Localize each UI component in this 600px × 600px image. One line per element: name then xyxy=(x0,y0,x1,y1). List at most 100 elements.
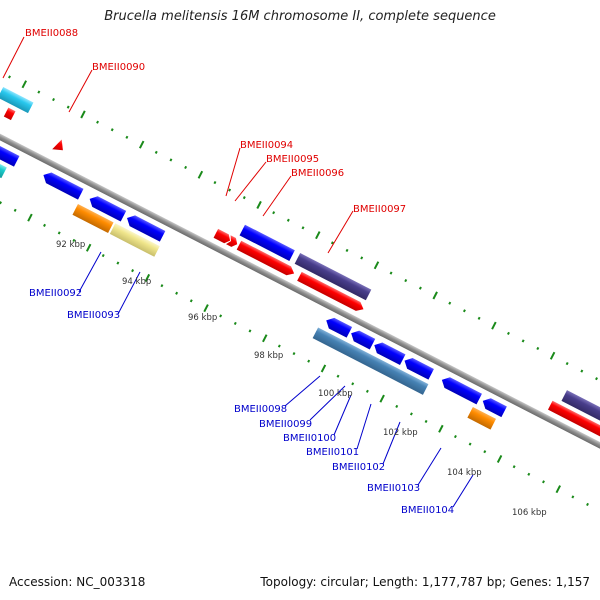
major-tick-mark xyxy=(549,351,556,360)
minor-tick-mark xyxy=(219,314,223,318)
gene-label-bmeii0092[interactable]: BMEII0092 xyxy=(29,288,82,299)
outer-tick-track xyxy=(8,75,598,381)
major-tick-mark xyxy=(373,261,380,270)
minor-tick-mark xyxy=(301,226,305,230)
kbp-labels: 92 kbp 94 kbp 96 kbp 98 kbp 100 kbp 102 … xyxy=(56,240,547,518)
callout-line xyxy=(225,147,241,197)
minor-tick-mark xyxy=(565,361,569,366)
minor-tick-mark xyxy=(131,269,135,273)
major-tick-mark xyxy=(144,273,151,282)
gene-label-bmeii0094[interactable]: BMEII0094 xyxy=(240,140,293,151)
topology-text: Topology: circular; Length: 1,177,787 bp… xyxy=(260,575,590,589)
gene-label-bmeii0090[interactable]: BMEII0090 xyxy=(92,62,145,73)
callout-line xyxy=(382,421,401,465)
gene-feature-red-long[interactable] xyxy=(297,271,366,314)
gene-feature-blue-reverse[interactable] xyxy=(41,170,84,200)
minor-tick-mark xyxy=(571,495,575,499)
minor-tick-mark xyxy=(160,284,164,288)
callout-line xyxy=(333,394,352,436)
minor-tick-mark xyxy=(365,389,369,393)
kbp-label-98: 98 kbp xyxy=(254,351,283,361)
gene-label-bmeii0104[interactable]: BMEII0104 xyxy=(401,505,454,516)
callout-line xyxy=(284,375,321,407)
genome-backbone xyxy=(0,116,600,469)
callout-line xyxy=(2,36,25,79)
gene-feature-bmeii0097[interactable] xyxy=(294,253,372,301)
minor-tick-mark xyxy=(404,279,408,283)
minor-tick-mark xyxy=(233,321,237,325)
gene-feature-red-right[interactable] xyxy=(547,400,600,459)
minor-tick-mark xyxy=(418,286,422,290)
major-tick-mark xyxy=(379,394,385,403)
gene-label-bmeii0102[interactable]: BMEII0102 xyxy=(332,462,385,473)
gene-label-bmeii0100[interactable]: BMEII0100 xyxy=(283,433,336,444)
minor-tick-mark xyxy=(448,301,452,305)
gene-label-bmeii0101[interactable]: BMEII0101 xyxy=(306,447,359,458)
minor-tick-mark xyxy=(512,465,516,469)
gene-feature-red-small[interactable] xyxy=(3,107,16,121)
minor-tick-mark xyxy=(110,128,114,132)
minor-tick-mark xyxy=(154,150,158,154)
minor-tick-mark xyxy=(13,208,17,212)
gene-feature-bmeii0101[interactable] xyxy=(372,340,406,366)
callout-line xyxy=(356,403,372,450)
gene-feature-bmeii0090[interactable] xyxy=(52,138,67,154)
minor-tick-mark xyxy=(169,158,173,162)
gene-label-bmeii0096[interactable]: BMEII0096 xyxy=(291,168,344,179)
minor-tick-mark xyxy=(336,374,340,378)
gene-feature-bmeii0095[interactable] xyxy=(226,235,239,248)
minor-tick-mark xyxy=(351,382,355,386)
callout-line xyxy=(68,69,93,113)
callout-line xyxy=(417,447,442,486)
major-tick-mark xyxy=(262,334,268,343)
gene-feature-bmeii0100[interactable] xyxy=(348,328,376,350)
kbp-label-106: 106 kbp xyxy=(512,508,547,518)
gene-feature-bmeii0103[interactable] xyxy=(439,374,482,405)
gene-feature-blue-outer[interactable] xyxy=(239,224,295,261)
minor-tick-mark xyxy=(307,359,311,363)
gene-feature-bmeii0092[interactable] xyxy=(72,204,114,234)
major-tick-mark xyxy=(438,424,444,433)
gene-label-bmeii0098[interactable]: BMEII0098 xyxy=(234,404,287,415)
gene-feature-bmeii0094[interactable] xyxy=(213,228,233,245)
gene-label-bmeii0093[interactable]: BMEII0093 xyxy=(67,310,120,321)
gene-label-bmeii0103[interactable]: BMEII0103 xyxy=(367,483,420,494)
gene-feature-blue-reverse[interactable] xyxy=(87,193,127,222)
gene-feature-bmeii0102[interactable] xyxy=(402,355,434,380)
minor-tick-mark xyxy=(536,346,540,351)
reverse-label-group: BMEII0092 BMEII0093 BMEII0098 BMEII0099 … xyxy=(29,251,474,516)
gene-feature-bmeii0104[interactable] xyxy=(467,407,496,430)
minor-tick-mark xyxy=(66,105,70,109)
minor-tick-mark xyxy=(248,329,252,333)
minor-tick-mark xyxy=(184,165,188,170)
minor-tick-mark xyxy=(453,434,457,439)
minor-tick-mark xyxy=(8,75,11,79)
minor-tick-mark xyxy=(345,248,349,252)
gene-feature-bmeii0096[interactable] xyxy=(236,240,297,278)
gene-feature-bmeii0093[interactable] xyxy=(109,223,160,257)
gene-label-bmeii0099[interactable]: BMEII0099 xyxy=(259,419,312,430)
forward-label-group: BMEII0088 BMEII0090 BMEII0094 BMEII0095 … xyxy=(2,28,406,254)
minor-tick-mark xyxy=(462,309,466,313)
minor-tick-mark xyxy=(527,472,531,476)
minor-tick-mark xyxy=(586,502,589,507)
major-tick-mark xyxy=(432,291,438,300)
minor-tick-mark xyxy=(477,316,481,320)
gene-feature-blue-left[interactable] xyxy=(0,134,20,167)
gene-feature-bmeii0098[interactable] xyxy=(312,327,429,395)
minor-tick-mark xyxy=(189,299,193,303)
gene-feature-cyan[interactable] xyxy=(0,86,34,114)
gene-label-bmeii0097[interactable]: BMEII0097 xyxy=(353,204,406,215)
gene-label-bmeii0095[interactable]: BMEII0095 xyxy=(266,154,319,165)
minor-tick-mark xyxy=(228,188,232,192)
major-tick-mark xyxy=(27,213,33,222)
gene-feature-purple-right[interactable] xyxy=(561,390,600,447)
gene-feature-blue-small[interactable] xyxy=(480,396,507,418)
gene-feature-bmeii0099[interactable] xyxy=(323,315,353,338)
callout-line xyxy=(309,385,346,421)
gene-label-bmeii0088[interactable]: BMEII0088 xyxy=(25,28,78,39)
gene-feature-blue-reverse[interactable] xyxy=(124,213,166,242)
major-tick-mark xyxy=(203,304,209,313)
